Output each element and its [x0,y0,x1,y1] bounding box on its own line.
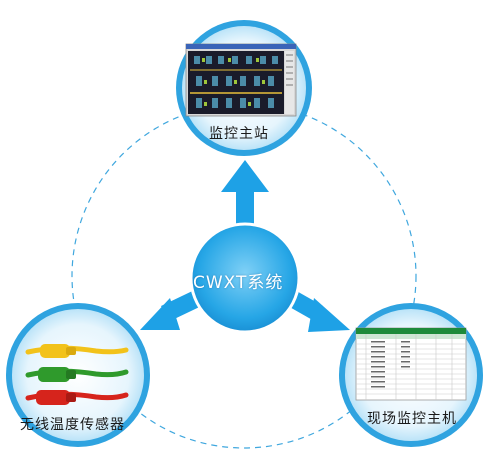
temperature-sensor-image [25,344,129,405]
node-top-label: 监控主站 [209,126,269,142]
node-right-label: 现场监控主机 [367,411,457,427]
node-top [176,20,312,156]
node-left [6,303,150,447]
node-right [339,303,483,447]
dashed-ring [71,103,417,449]
host-table-image [355,327,467,401]
center-circle [189,222,301,334]
monitor-screen-image [185,43,297,117]
node-left-label: 无线温度传感器 [20,417,125,433]
center-label: CWXT系统 [193,273,284,293]
arrow-to-top [221,160,269,232]
